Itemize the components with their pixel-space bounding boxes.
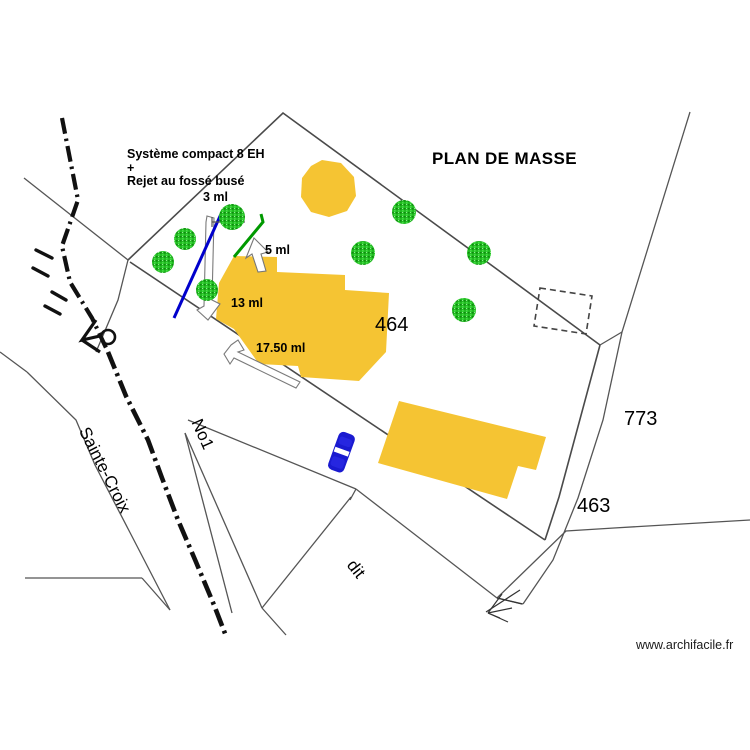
watercourse-marker (78, 319, 117, 354)
system-note-line-2: + (127, 161, 135, 175)
tree-icon (174, 228, 196, 250)
secondary-building (378, 401, 546, 499)
boundary-arrow-marks (485, 589, 523, 623)
dash-dot-boundary-line-lower (105, 351, 229, 637)
page-title: PLAN DE MASSE (432, 149, 577, 168)
green-boundary-segment (232, 213, 265, 258)
tree-icon (219, 204, 245, 230)
parcel-number-773: 773 (624, 408, 658, 430)
tree-group (152, 200, 491, 322)
parcel-number-464: 464 (375, 314, 409, 336)
parcel-number-463: 463 (577, 495, 611, 517)
dashed-projected-structure (533, 287, 593, 335)
outer-boundaries (0, 111, 750, 636)
system-note-line-3: Rejet au fossé busé (127, 174, 245, 188)
watermark: www.archifacile.fr (636, 638, 734, 652)
main-building (216, 256, 389, 381)
tree-icon (392, 200, 416, 224)
dash-dot-boundary-line (59, 117, 110, 353)
drain-pipe-line (172, 213, 223, 319)
dimension-label-5ml: 5 ml (265, 243, 291, 257)
dimension-label-13ml: 13 ml (231, 296, 263, 310)
dash-dot-ticks (31, 248, 68, 316)
tree-icon (351, 241, 375, 265)
dimension-label-17-50ml: 17.50 ml (256, 341, 306, 355)
dimension-label-3ml: 3 ml (203, 190, 229, 204)
circular-structure (301, 160, 356, 217)
tree-icon (467, 241, 491, 265)
tree-icon (452, 298, 476, 322)
tree-icon (152, 251, 174, 273)
car-icon (328, 431, 355, 473)
tree-icon (196, 279, 218, 301)
system-note-line-1: Système compact 8 EH (127, 147, 265, 161)
dimension-arrow-5ml (244, 237, 270, 273)
